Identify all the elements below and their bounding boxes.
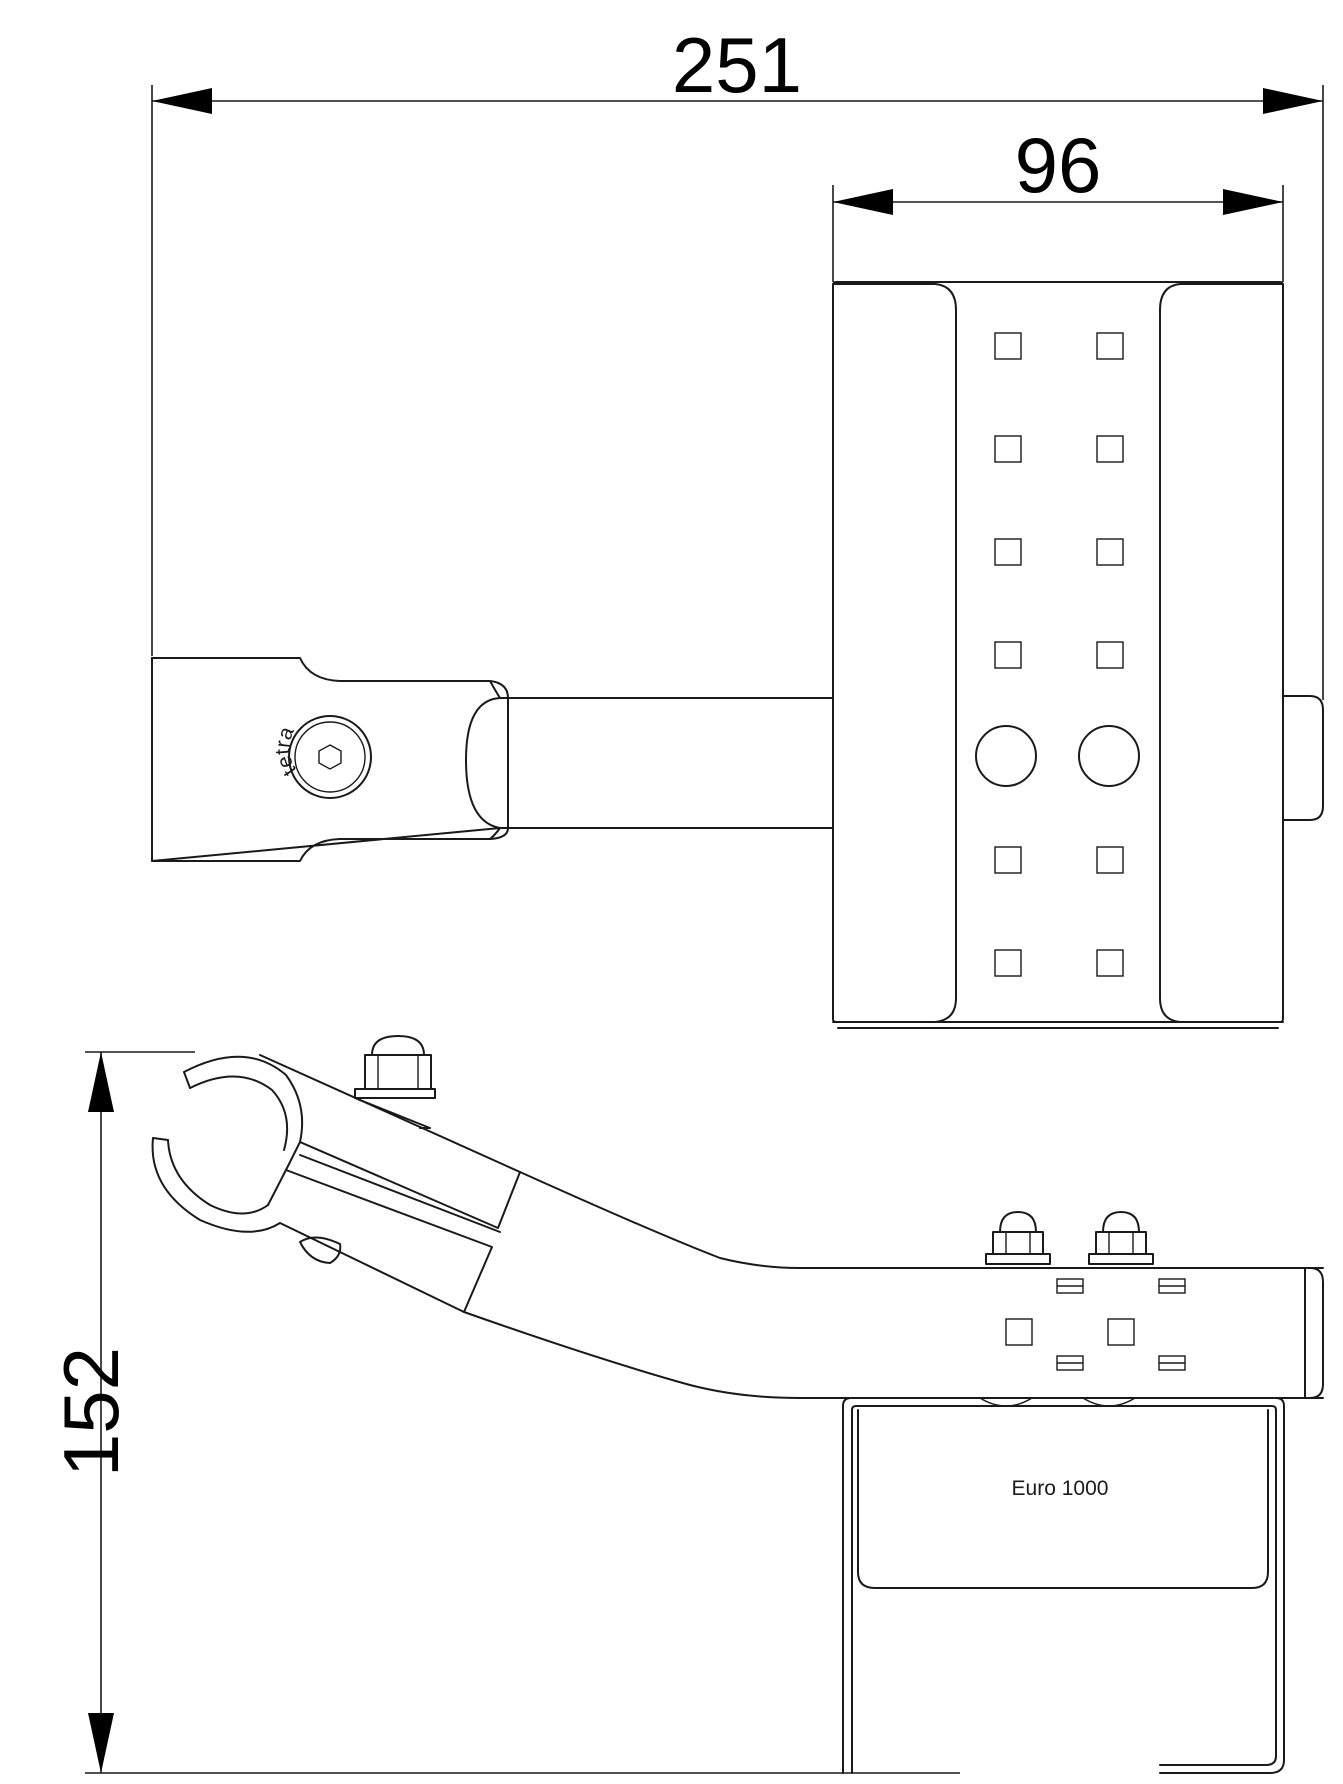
clamp-jaws-side xyxy=(259,1054,521,1313)
clamp-cap-nut xyxy=(354,1035,436,1129)
plate-cap-nut-right xyxy=(1088,1211,1154,1265)
arm-bend-side xyxy=(463,1171,1324,1399)
overall-height-label: 152 xyxy=(47,1347,135,1477)
bolt-head-top: tetra xyxy=(271,715,372,799)
bolt-logo-text: tetra xyxy=(271,723,301,780)
dimension-overall-width: 251 xyxy=(151,21,1324,700)
product-label: Euro 1000 xyxy=(1012,1477,1109,1500)
lower-bracket-side: Euro 1000 xyxy=(842,1397,1285,1774)
mounting-plate-top xyxy=(832,281,1324,1029)
clamp-bolt-head xyxy=(299,1236,342,1264)
dimension-plate-width: 96 xyxy=(832,121,1284,282)
clamp-block-top xyxy=(151,657,501,862)
top-view: 251 96 tet xyxy=(151,21,1324,1029)
plate-bar-end xyxy=(1304,1267,1324,1399)
plate-side-holes xyxy=(1005,1278,1186,1371)
overall-width-label: 251 xyxy=(672,21,802,109)
dimension-overall-height: 152 xyxy=(47,1051,960,1774)
arm-tube-top xyxy=(465,680,834,840)
plate-width-label: 96 xyxy=(1015,121,1102,209)
pipe-clamp-side xyxy=(151,1055,304,1233)
plate-cap-nut-left xyxy=(985,1211,1051,1265)
side-view: 152 xyxy=(47,1035,1324,1774)
